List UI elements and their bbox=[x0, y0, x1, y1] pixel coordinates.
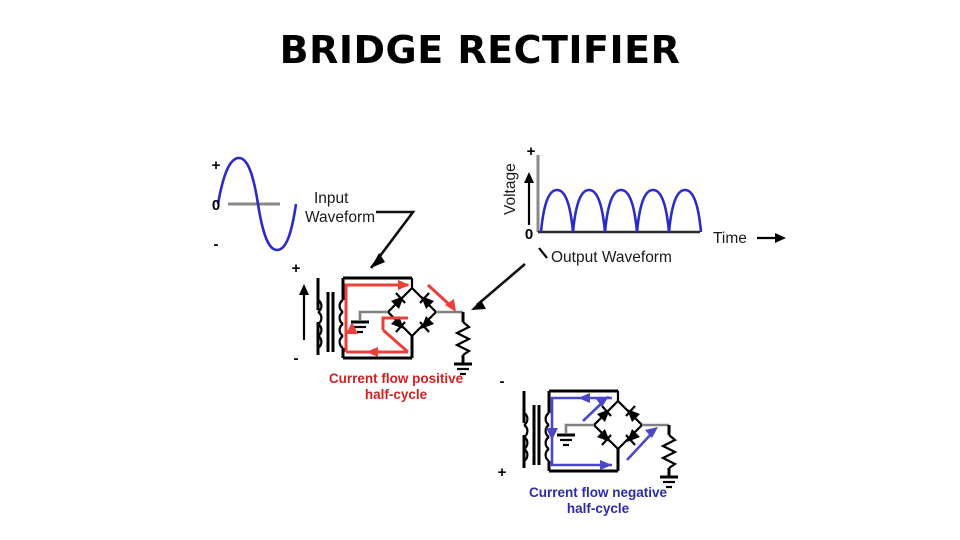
positive-bridge-diode-upper-right bbox=[419, 292, 434, 309]
input-plus-label: + bbox=[212, 157, 221, 174]
output-zero-label: 0 bbox=[525, 226, 533, 243]
voltage-axis-label: Voltage bbox=[502, 163, 519, 215]
negative-flow-arrow-diagonal-lower bbox=[645, 427, 658, 438]
positive-terminal-bottom: - bbox=[294, 350, 299, 367]
negative-transformer-secondary-coil bbox=[544, 412, 550, 462]
positive-ground-lead bbox=[358, 310, 388, 320]
time-axis-label: Time bbox=[713, 230, 747, 247]
negative-flow-arrow-left bbox=[546, 428, 558, 440]
positive-transformer-core bbox=[326, 292, 335, 352]
positive-load-resistor bbox=[454, 321, 472, 356]
negative-bridge-diode-upper-right bbox=[625, 405, 640, 422]
positive-bridge-diode-upper-left bbox=[391, 292, 406, 309]
positive-bridge-diode-lower-left bbox=[391, 316, 406, 333]
negative-bridge-diode-lower-left bbox=[597, 429, 612, 446]
positive-transformer-secondary-coil bbox=[338, 299, 344, 349]
input-waveform-pointer-arrow bbox=[369, 210, 416, 269]
negative-ground-lead bbox=[564, 423, 594, 433]
negative-ground-symbol bbox=[557, 433, 575, 447]
input-waveform-group: + 0 - Input Waveform bbox=[212, 156, 375, 253]
negative-transformer-core bbox=[532, 405, 541, 465]
positive-transformer-primary-coil bbox=[317, 299, 323, 349]
output-waveform-caption-tick bbox=[538, 247, 548, 259]
positive-flow-arrow-left bbox=[346, 322, 358, 334]
negative-current-flow-path bbox=[546, 393, 658, 470]
positive-current-flow-path bbox=[344, 280, 456, 357]
output-waveform-group: + 0 Voltage Time Output Waveform bbox=[502, 143, 786, 266]
positive-half-cycle-circuit: + - bbox=[292, 260, 472, 402]
input-waveform-label-line1: Input bbox=[314, 190, 349, 207]
output-rectified-humps bbox=[539, 188, 703, 233]
time-axis-arrow bbox=[757, 233, 786, 243]
negative-bridge-diode-lower-right bbox=[625, 429, 640, 446]
positive-caption-line1: Current flow positive bbox=[329, 371, 464, 386]
negative-circuit-bus bbox=[549, 389, 618, 473]
negative-output-ground-symbol bbox=[660, 475, 678, 489]
positive-caption-line2: half-cycle bbox=[365, 387, 428, 402]
positive-ground-symbol bbox=[351, 320, 369, 334]
negative-load-resistor bbox=[660, 434, 678, 469]
output-waveform-caption: Output Waveform bbox=[551, 249, 672, 266]
input-zero-label: 0 bbox=[212, 197, 220, 214]
negative-flow-arrow-bottom bbox=[600, 460, 612, 470]
negative-caption-line1: Current flow negative bbox=[529, 485, 668, 500]
positive-flow-arrow-top bbox=[398, 280, 410, 290]
output-waveform-pointer-arrow bbox=[471, 263, 526, 310]
negative-bridge-diode-upper-left bbox=[597, 405, 612, 422]
positive-circuit-bus bbox=[343, 276, 412, 360]
negative-terminal-bottom: + bbox=[498, 464, 507, 481]
negative-caption-line2: half-cycle bbox=[567, 501, 630, 516]
input-sine-curve bbox=[216, 156, 298, 252]
positive-flow-arrow-bottom bbox=[366, 347, 378, 357]
negative-transformer-primary-coil bbox=[523, 412, 529, 462]
output-plus-label: + bbox=[527, 143, 536, 160]
positive-bridge-diode-lower-right bbox=[419, 316, 434, 333]
page-title: BRIDGE RECTIFIER bbox=[279, 28, 681, 72]
negative-flow-arrow-top bbox=[578, 393, 590, 403]
positive-input-direction-arrow bbox=[299, 284, 309, 340]
input-waveform-label-line2: Waveform bbox=[305, 209, 375, 226]
negative-flow-arrow-diagonal-upper bbox=[596, 396, 609, 407]
input-minus-label: - bbox=[214, 236, 219, 253]
negative-terminal-top: - bbox=[500, 373, 505, 390]
positive-output-ground-symbol bbox=[454, 362, 472, 376]
voltage-axis-arrow bbox=[524, 172, 534, 225]
negative-half-cycle-circuit: - + bbox=[498, 373, 678, 516]
positive-terminal-top: + bbox=[292, 260, 301, 277]
positive-flow-arrow-output bbox=[445, 299, 456, 312]
